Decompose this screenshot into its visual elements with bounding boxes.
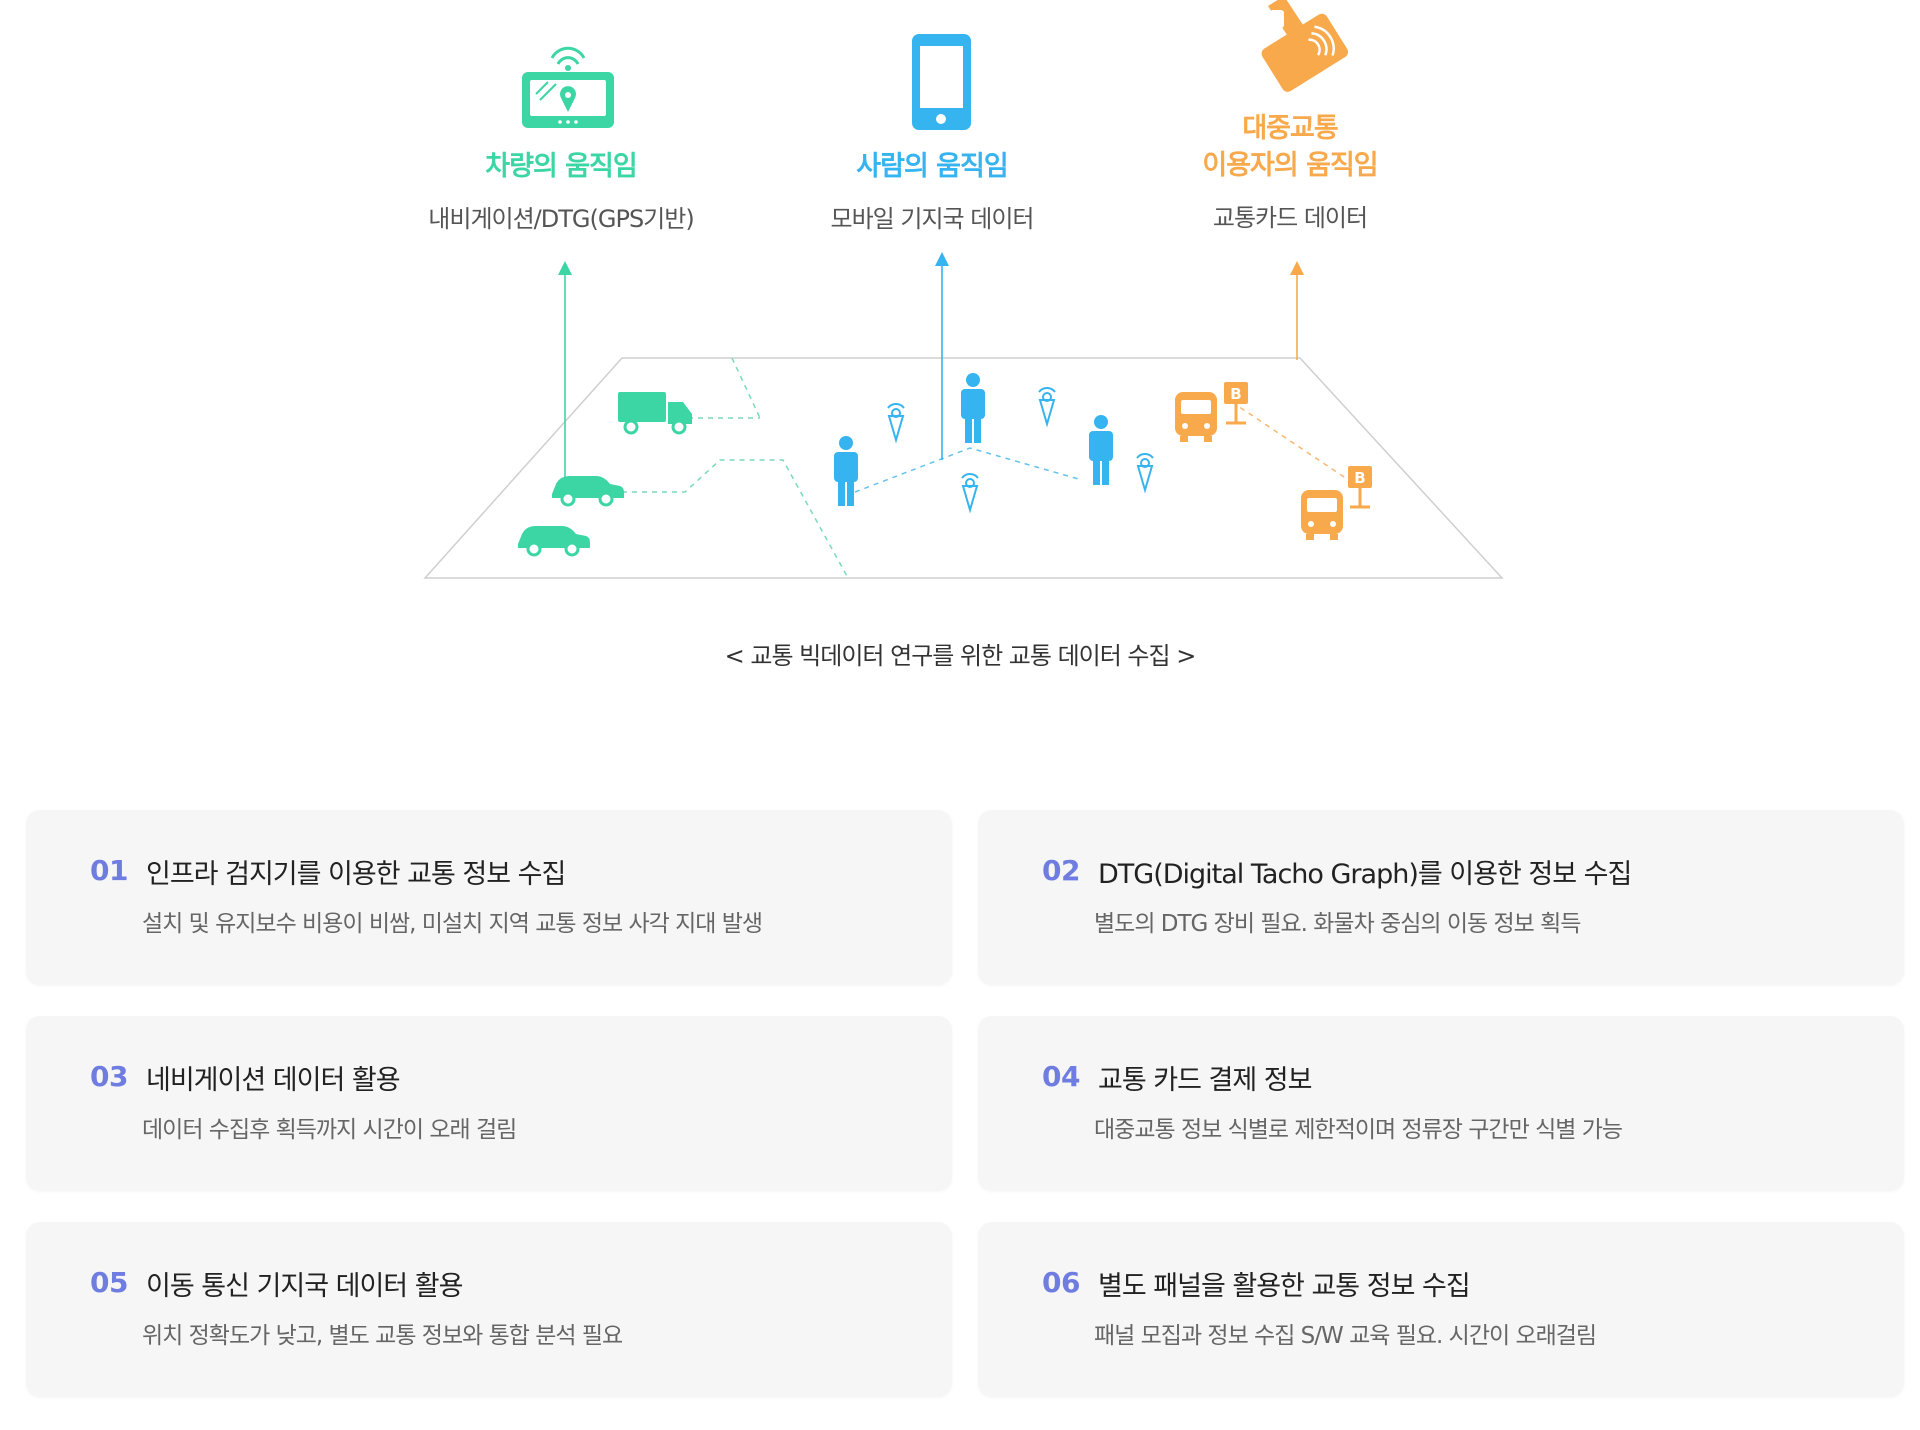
- transit-card-icon: [1261, 0, 1348, 92]
- person-route: [854, 447, 1083, 493]
- category-title: 대중교통 이용자의 움직임: [1202, 113, 1378, 181]
- bus-stop-letter: B: [1230, 385, 1241, 403]
- bus-icon: [1175, 392, 1217, 442]
- card-description: 별도의 DTG 장비 필요. 화물차 중심의 이동 정보 획득: [1094, 911, 1581, 937]
- category-subtitle: 교통카드 데이터: [1212, 204, 1368, 232]
- info-card-06: 06 별도 패널을 활용한 교통 정보 수집 패널 모집과 정보 수집 S/W …: [978, 1222, 1904, 1397]
- card-number: 04: [1042, 1060, 1080, 1093]
- bus-route: [1231, 401, 1357, 486]
- bus-icon: [1301, 490, 1343, 540]
- road-dash: [622, 459, 849, 579]
- card-title: 네비게이션 데이터 활용: [146, 1065, 401, 1096]
- antenna-icon: [887, 403, 905, 444]
- bus-stop-letter: B: [1354, 469, 1365, 487]
- antenna-icon: [961, 473, 979, 514]
- category-subtitle: 모바일 기지국 데이터: [830, 205, 1035, 233]
- person-arrow: [935, 252, 949, 460]
- person-icon: [834, 436, 858, 506]
- gps-navigation-icon: [522, 46, 614, 128]
- transit-arrow: [1290, 261, 1304, 360]
- card-number: 01: [90, 854, 128, 887]
- info-card-05: 05 이동 통신 기지국 데이터 활용 위치 정확도가 낮고, 별도 교통 정보…: [26, 1222, 952, 1397]
- category-subtitle: 내비게이션/DTG(GPS기반): [428, 205, 694, 233]
- smartphone-icon: [912, 34, 971, 130]
- info-card-01: 01 인프라 검지기를 이용한 교통 정보 수집 설치 및 유지보수 비용이 비…: [26, 810, 952, 985]
- antenna-icon: [1038, 387, 1056, 428]
- car-icon: [518, 526, 590, 557]
- info-card-03: 03 네비게이션 데이터 활용 데이터 수집후 획득까지 시간이 오래 걸림: [26, 1016, 952, 1191]
- road-dash: [731, 357, 761, 419]
- card-title: DTG(Digital Tacho Graph)를 이용한 정보 수집: [1098, 859, 1632, 890]
- card-number: 05: [90, 1266, 128, 1299]
- map-plane: [423, 357, 1504, 579]
- person-icon: [961, 373, 985, 443]
- category-title: 차량의 움직임: [485, 151, 637, 182]
- card-description: 위치 정확도가 낮고, 별도 교통 정보와 통합 분석 필요: [142, 1323, 623, 1349]
- card-number: 06: [1042, 1266, 1080, 1299]
- category-transit: 대중교통 이용자의 움직임 교통카드 데이터: [1100, 110, 1480, 233]
- bus-stop-sign: B: [1224, 382, 1248, 425]
- person-icon: [1089, 415, 1113, 485]
- vehicle-arrow: [558, 261, 572, 485]
- card-description: 데이터 수집후 획득까지 시간이 오래 걸림: [142, 1117, 517, 1143]
- card-number: 02: [1042, 854, 1080, 887]
- bus-stop-sign: B: [1348, 466, 1372, 509]
- card-title: 이동 통신 기지국 데이터 활용: [146, 1271, 463, 1302]
- info-card-04: 04 교통 카드 결제 정보 대중교통 정보 식별로 제한적이며 정류장 구간만…: [978, 1016, 1904, 1191]
- diagram-caption: < 교통 빅데이터 연구를 위한 교통 데이터 수집 >: [724, 642, 1197, 670]
- category-person: 사람의 움직임 모바일 기지국 데이터: [742, 148, 1122, 234]
- category-vehicle: 차량의 움직임 내비게이션/DTG(GPS기반): [371, 148, 751, 234]
- data-collection-diagram: B B: [0, 0, 1920, 700]
- truck-icon: [618, 392, 692, 435]
- antenna-icon: [1136, 453, 1154, 494]
- card-title: 교통 카드 결제 정보: [1098, 1065, 1312, 1096]
- card-description: 패널 모집과 정보 수집 S/W 교육 필요. 시간이 오래걸림: [1094, 1323, 1597, 1349]
- info-card-02: 02 DTG(Digital Tacho Graph)를 이용한 정보 수집 별…: [978, 810, 1904, 985]
- diagram-canvas: B B: [423, 0, 1504, 579]
- card-description: 설치 및 유지보수 비용이 비쌈, 미설치 지역 교통 정보 사각 지대 발생: [142, 911, 763, 937]
- car-icon: [552, 476, 624, 507]
- card-title: 인프라 검지기를 이용한 교통 정보 수집: [146, 859, 566, 890]
- card-description: 대중교통 정보 식별로 제한적이며 정류장 구간만 식별 가능: [1094, 1117, 1623, 1143]
- card-title: 별도 패널을 활용한 교통 정보 수집: [1098, 1271, 1471, 1302]
- card-number: 03: [90, 1060, 128, 1093]
- category-title: 사람의 움직임: [856, 151, 1008, 182]
